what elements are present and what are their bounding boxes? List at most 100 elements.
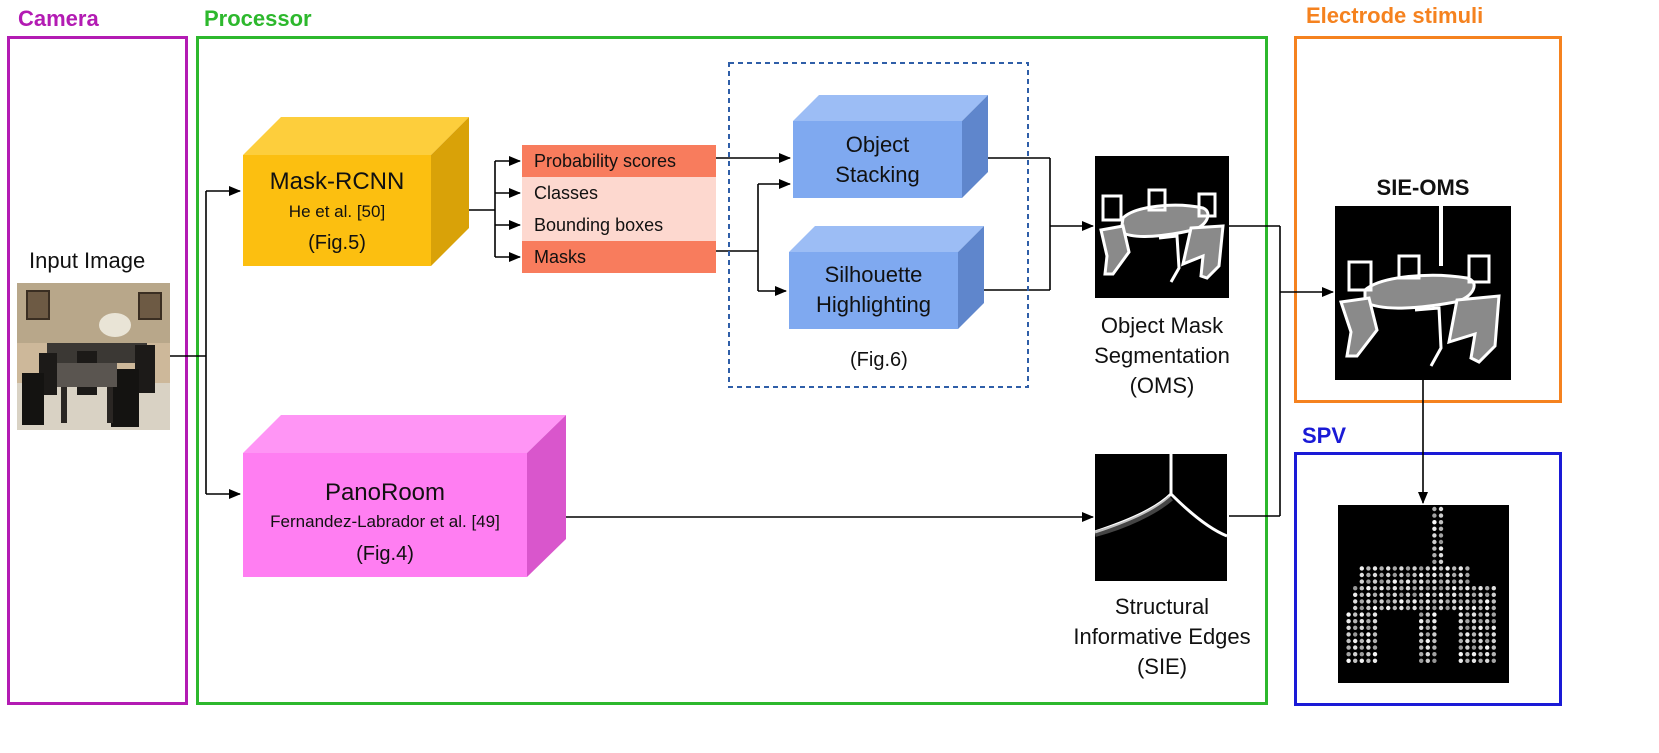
phosphene-dot (1359, 572, 1364, 578)
oms-label-line2: Segmentation (1094, 343, 1230, 368)
sie-oms-image (1335, 206, 1511, 380)
phosphene-dot (1359, 652, 1364, 657)
phosphene-dot (1366, 605, 1371, 611)
phosphene-dot (1392, 566, 1397, 571)
phosphene-dot (1359, 658, 1364, 663)
phosphene-dot (1432, 632, 1437, 637)
phosphene-dot (1491, 625, 1496, 630)
phosphene-dot (1445, 572, 1450, 578)
phosphene-dot (1372, 625, 1378, 630)
panoroom-citation: Fernandez-Labrador et al. [49] (270, 512, 500, 531)
phosphene-dot (1366, 586, 1371, 591)
phosphene-dot (1438, 513, 1444, 518)
camera-section (7, 36, 188, 705)
phosphene-dot (1359, 645, 1364, 650)
phosphene-dot (1438, 526, 1444, 531)
phosphene-dot (1452, 586, 1457, 591)
phosphene-dot (1452, 566, 1457, 571)
object-stacking-line1: Object (845, 132, 910, 157)
sie-oms-title: SIE-OMS (1376, 175, 1470, 200)
phosphene-dot (1465, 625, 1470, 630)
phosphene-dot (1438, 520, 1444, 525)
phosphene-dot (1366, 599, 1371, 604)
phosphene-dot (1353, 638, 1358, 644)
spv-section (1294, 452, 1562, 706)
phosphene-dot (1471, 612, 1477, 617)
phosphene-dot (1366, 619, 1371, 624)
oms-label-line1: Object Mask (1100, 313, 1224, 338)
phosphene-dot (1438, 553, 1444, 558)
phosphene-dot (1485, 658, 1490, 663)
phosphene-dot (1445, 592, 1450, 597)
phosphene-dot (1491, 586, 1496, 591)
phosphene-dot (1485, 652, 1490, 657)
phosphene-dot (1425, 572, 1430, 578)
phosphene-dot (1366, 566, 1371, 571)
phosphene-dot (1425, 586, 1430, 591)
phosphene-dot (1419, 645, 1424, 650)
sie-label-line2: Informative Edges (1073, 624, 1251, 649)
phosphene-dot (1419, 619, 1424, 624)
phosphene-dot (1379, 599, 1384, 604)
phosphene-dot (1405, 605, 1411, 611)
phosphene-dot (1399, 592, 1404, 597)
phosphene-dot (1485, 645, 1490, 650)
phosphene-dot (1366, 658, 1371, 663)
phosphene-dot (1359, 632, 1364, 637)
phosphene-dot (1372, 645, 1378, 650)
phosphene-dot (1372, 599, 1378, 604)
phosphene-dot (1485, 619, 1490, 624)
phosphene-dot (1359, 625, 1364, 630)
phosphene-dot (1425, 612, 1430, 617)
phosphene-dot (1458, 619, 1463, 624)
phosphene-dot (1465, 658, 1470, 663)
mask-rcnn-title: Mask-RCNN (269, 168, 405, 195)
phosphene-dot (1353, 586, 1358, 591)
oms-label-line3: (OMS) (1129, 373, 1195, 398)
phosphene-dot (1386, 586, 1391, 591)
phosphene-dot (1432, 566, 1437, 571)
phosphene-dot (1386, 599, 1391, 604)
phosphene-dot (1392, 592, 1397, 597)
phosphene-dot (1372, 572, 1378, 578)
phosphene-dot (1405, 592, 1411, 597)
phosphene-dot (1438, 586, 1444, 591)
phosphene-dot (1405, 572, 1411, 578)
phosphene-dot (1458, 638, 1463, 644)
phosphene-dot (1458, 592, 1463, 597)
electrode-section (1294, 36, 1562, 403)
phosphene-dot (1432, 612, 1437, 617)
phosphene-dot (1399, 566, 1404, 571)
phosphene-dot (1465, 645, 1470, 650)
phosphene-dot (1465, 592, 1470, 597)
phosphene-dot (1471, 638, 1477, 644)
phosphene-dot (1419, 579, 1424, 584)
phosphene-dot (1485, 586, 1490, 591)
phosphene-dot (1353, 605, 1358, 611)
phosphene-dot (1452, 572, 1457, 578)
phosphene-dot (1366, 572, 1371, 578)
phosphene-dot (1478, 638, 1483, 644)
phosphene-dot (1491, 632, 1496, 637)
phosphene-dot (1366, 612, 1371, 617)
phosphene-dot (1471, 625, 1477, 630)
phosphene-dot (1432, 533, 1437, 538)
phosphene-dot (1432, 625, 1437, 630)
sie-label-line3: (SIE) (1136, 654, 1188, 679)
phosphene-dot (1478, 658, 1483, 663)
phosphene-dot (1452, 579, 1457, 584)
phosphene-dot (1465, 572, 1470, 578)
phosphene-dot (1419, 605, 1424, 611)
phosphene-dot (1491, 652, 1496, 657)
phosphene-dot (1445, 579, 1450, 584)
phosphene-dot (1359, 605, 1364, 611)
phosphene-dot (1353, 625, 1358, 630)
phosphene-dot (1465, 586, 1470, 591)
phosphene-dot (1412, 592, 1417, 597)
phosphene-dot (1432, 619, 1437, 624)
phosphene-dot (1465, 652, 1470, 657)
phosphene-dot (1425, 645, 1430, 650)
phosphene-dot (1419, 599, 1424, 604)
